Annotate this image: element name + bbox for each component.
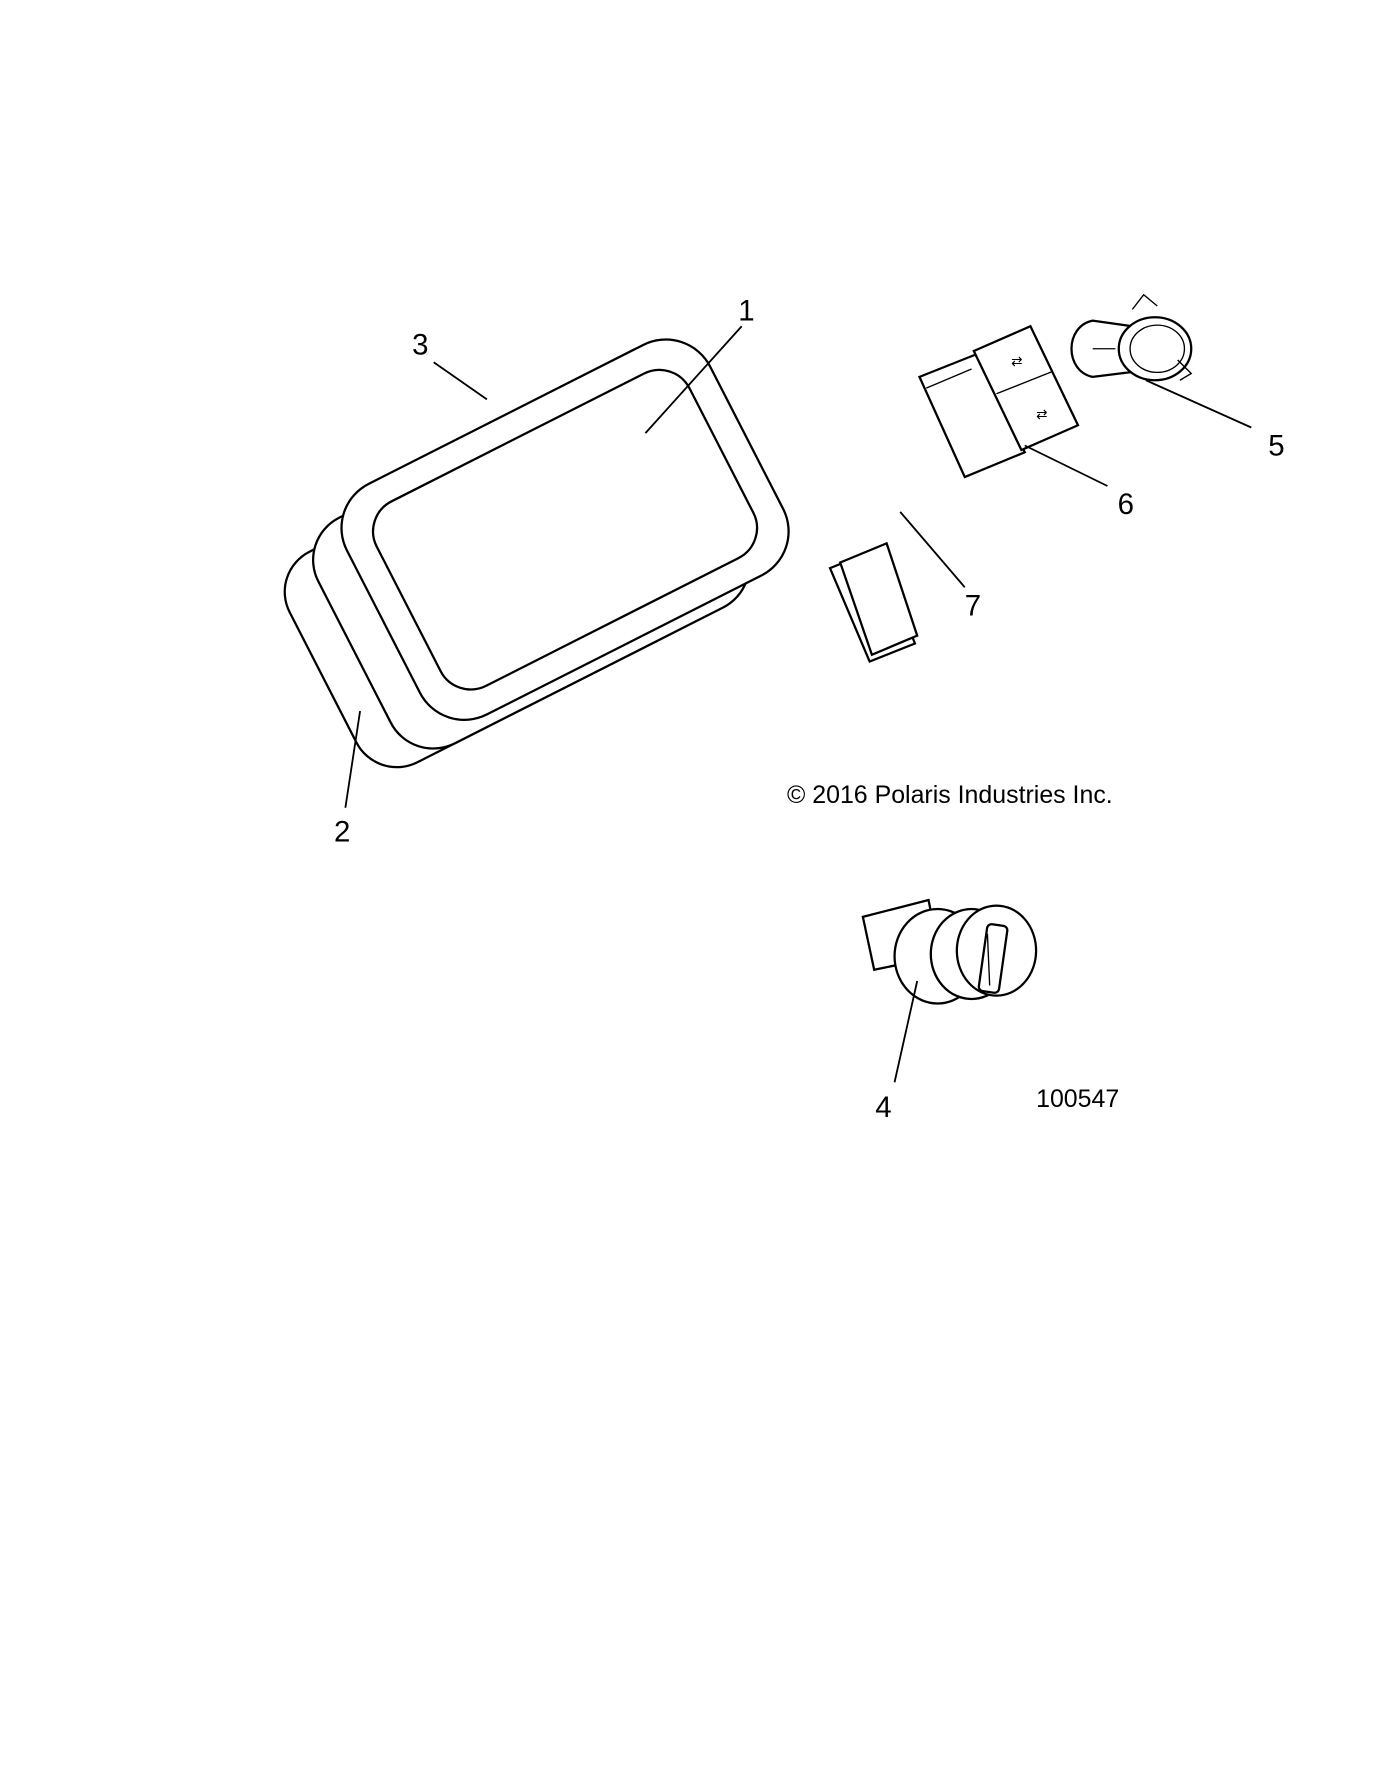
bulb-part [1070,293,1193,382]
callout-4: 4 [875,1091,891,1124]
switch-blank-part [828,541,919,663]
callout-5: 5 [1268,430,1284,463]
svg-text:⇄: ⇄ [1011,354,1023,369]
copyright-text: © 2016 Polaris Industries Inc. [787,782,1113,809]
leader-line-3 [433,361,488,401]
svg-text:⇄: ⇄ [1036,407,1048,422]
callout-3: 3 [412,328,428,361]
rocker-switch-part: ⇄ ⇄ [917,324,1080,479]
callout-2: 2 [334,816,350,849]
leader-line-4 [893,980,919,1083]
leader-line-7 [899,511,966,588]
gauge-lens [371,368,759,691]
leader-line-6 [1024,444,1108,487]
leader-line-2 [344,710,361,808]
key-switch-part [861,898,1038,1005]
callout-6: 6 [1118,488,1134,521]
figure-number: 100547 [1036,1086,1119,1113]
leader-line-1 [644,325,743,434]
callout-1: 1 [738,295,754,328]
gauge-assembly [283,338,790,769]
leader-line-5 [1145,379,1252,429]
callout-7: 7 [965,589,981,622]
